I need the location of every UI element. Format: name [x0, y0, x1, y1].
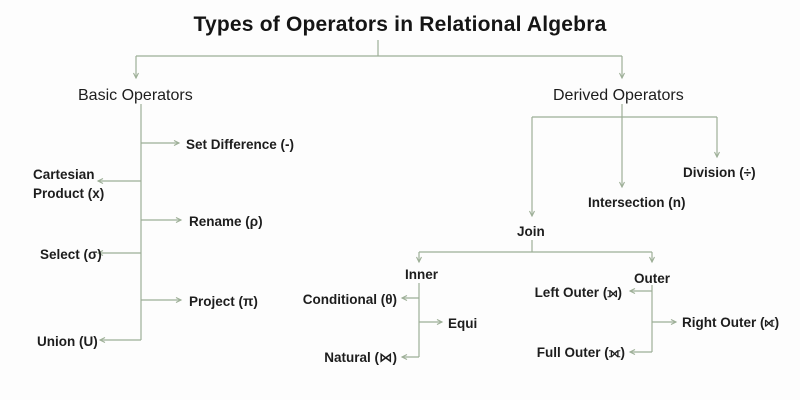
inner-connectors	[400, 283, 444, 360]
node-cartesian-product: Cartesian Product (x)	[33, 167, 105, 201]
join-connectors	[416, 240, 655, 264]
node-equi-join: Equi	[448, 316, 478, 331]
node-intersection: Intersection (n)	[588, 195, 686, 210]
node-conditional-join: Conditional (θ)	[302, 292, 397, 307]
node-basic-operators: Basic Operators	[78, 87, 193, 104]
root-connectors	[133, 40, 625, 80]
node-right-outer-join: Right Outer (⟖)	[682, 315, 780, 330]
node-join: Join	[517, 224, 545, 239]
node-outer-join: Outer	[634, 271, 671, 286]
node-left-outer-join: Left Outer (⟕)	[534, 285, 622, 300]
node-derived-operators: Derived Operators	[553, 87, 684, 104]
basic-connectors	[96, 104, 183, 343]
node-division: Division (÷)	[683, 165, 756, 180]
node-set-difference: Set Difference (-)	[186, 137, 295, 152]
node-rename: Rename (ρ)	[189, 214, 263, 229]
outer-connectors	[628, 285, 678, 355]
derived-connectors	[529, 104, 720, 218]
node-union: Union (U)	[37, 334, 98, 349]
node-project: Project (π)	[189, 294, 258, 309]
node-select: Select (σ)	[40, 247, 102, 262]
node-natural-join: Natural (⋈)	[324, 350, 397, 365]
node-full-outer-join: Full Outer (⟗)	[536, 345, 625, 360]
node-inner-join: Inner	[405, 267, 439, 282]
diagram-title: Types of Operators in Relational Algebra	[193, 13, 607, 36]
